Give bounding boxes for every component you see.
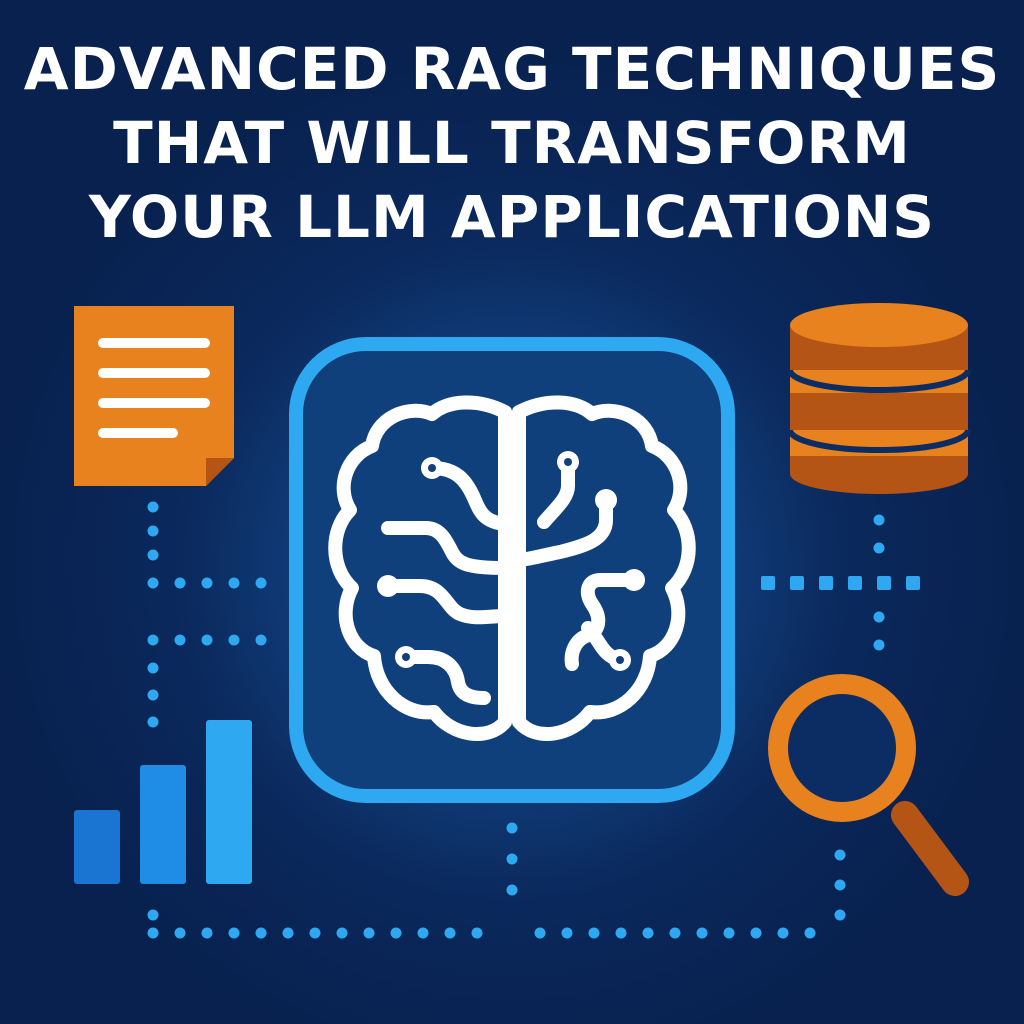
connector-dot (147, 689, 159, 701)
connector-dot (147, 549, 159, 561)
connector-dot (417, 927, 429, 939)
connector-dot (174, 634, 186, 646)
connector-dot (777, 927, 789, 939)
connector-dot (147, 927, 159, 939)
connector-dot (147, 577, 159, 589)
dotted-connectors (147, 501, 920, 939)
connector-dot (444, 927, 456, 939)
connector-dot (147, 662, 159, 674)
connector-dot (534, 927, 546, 939)
connector-dot (819, 576, 833, 590)
connector-dot (255, 927, 267, 939)
connector-dot (147, 909, 159, 921)
connector-dot (390, 927, 402, 939)
connector-dot (147, 525, 159, 537)
connector-dot (309, 927, 321, 939)
connector-dot (873, 542, 885, 554)
connector-dot (790, 576, 804, 590)
connector-dot (804, 927, 816, 939)
connector-dot (588, 927, 600, 939)
bar-chart-icon (74, 720, 252, 884)
connector-dot (723, 927, 735, 939)
connector-dot (282, 927, 294, 939)
connector-dot (873, 639, 885, 651)
connector-dot (506, 822, 518, 834)
connector-dot (761, 576, 775, 590)
connector-dot (834, 849, 846, 861)
connector-dot (201, 577, 213, 589)
connector-dot (506, 853, 518, 865)
connector-dot (201, 634, 213, 646)
connector-dot (255, 577, 267, 589)
headline-line-3: YOUR LLM APPLICATIONS (88, 183, 936, 251)
connector-dot (147, 634, 159, 646)
connector-dot (228, 927, 240, 939)
connector-dot (561, 927, 573, 939)
connector-dot (615, 927, 627, 939)
brain-circuit-icon (289, 337, 735, 803)
document-icon (74, 306, 234, 486)
connector-dot (363, 927, 375, 939)
connector-dot (642, 927, 654, 939)
connector-dot (848, 576, 862, 590)
connector-dot (873, 514, 885, 526)
connector-dot (669, 927, 681, 939)
connector-dot (506, 884, 518, 896)
connector-dot (877, 576, 891, 590)
connector-dot (201, 927, 213, 939)
connector-dot (174, 927, 186, 939)
connector-dot (471, 927, 483, 939)
connector-dot (255, 634, 267, 646)
connector-dot (174, 577, 186, 589)
connector-dot (147, 501, 159, 513)
connector-dot (228, 577, 240, 589)
connector-dot (834, 909, 846, 921)
connector-dot (696, 927, 708, 939)
connector-dot (834, 879, 846, 891)
connector-dot (336, 927, 348, 939)
magnifying-glass-icon (768, 674, 969, 896)
connector-dot (873, 611, 885, 623)
connector-dot (228, 634, 240, 646)
headline-line-1: ADVANCED RAG TECHNIQUES (23, 35, 1001, 103)
connector-dot (906, 576, 920, 590)
database-icon (787, 303, 971, 494)
connector-dot (147, 716, 159, 728)
headline: ADVANCED RAG TECHNIQUES THAT WILL TRANSF… (0, 32, 1024, 254)
headline-line-2: THAT WILL TRANSFORM (113, 109, 911, 177)
connector-dot (750, 927, 762, 939)
